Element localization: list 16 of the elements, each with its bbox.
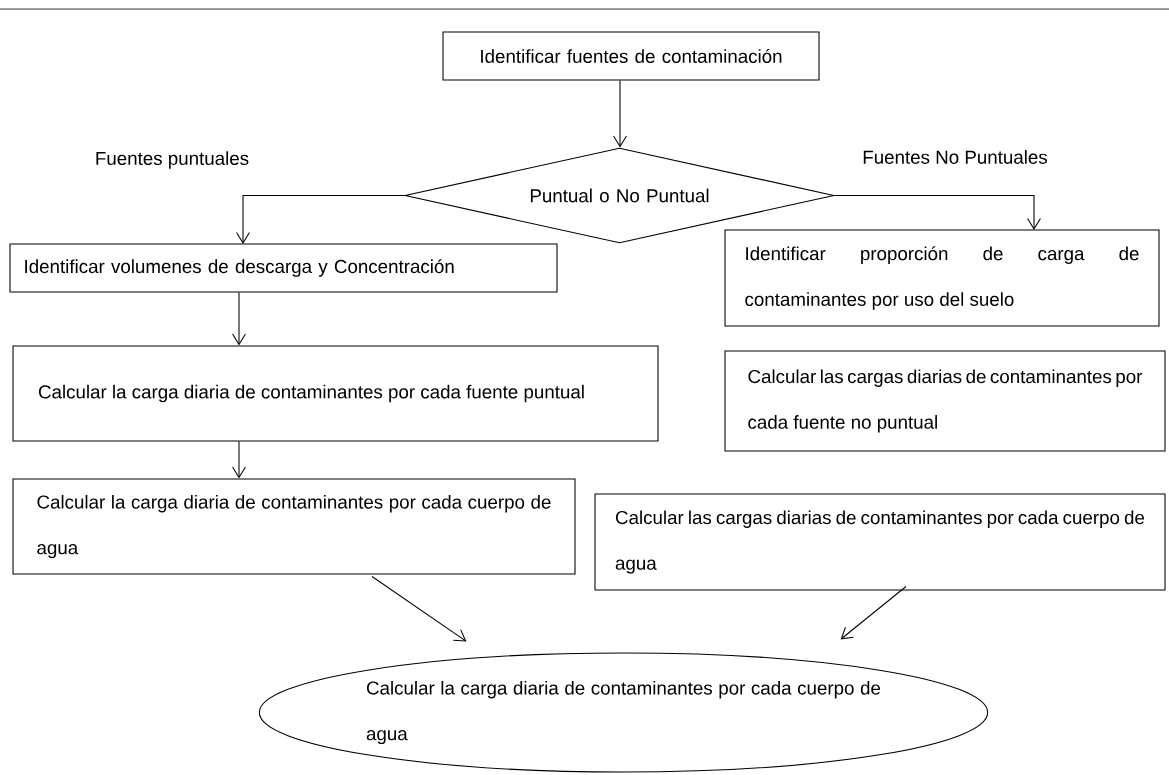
- arrow: [232, 441, 246, 479]
- arrow: [840, 586, 907, 640]
- edge-label: Fuentes puntuales: [93, 150, 251, 170]
- process-box: Calcular las cargas diarias de contaminantes por cada cuerpo de agua: [594, 493, 1166, 591]
- arrow: [613, 80, 627, 148]
- process-box: Identificar proporción de carga de contaminantes por uso del suelo: [724, 229, 1160, 327]
- process-box: Identificar volumenes de descarga y Concentración: [9, 243, 558, 293]
- process-box: Calcular las cargas diarias de contaminantes por cada fuente no puntual: [724, 350, 1166, 452]
- process-box: Identificar fuentes de contaminación: [442, 31, 820, 81]
- arrow: [371, 576, 467, 642]
- edge-label: Fuentes No Puntuales: [861, 148, 1049, 166]
- arrow: [834, 194, 1041, 230]
- arrow: [232, 292, 246, 346]
- process-box: Calcular la carga diaria de contaminantes por cada fuente puntual: [12, 345, 659, 442]
- arrow: [236, 194, 405, 244]
- process-box: Calcular la carga diaria de contaminantes por cada cuerpo de agua: [12, 478, 576, 575]
